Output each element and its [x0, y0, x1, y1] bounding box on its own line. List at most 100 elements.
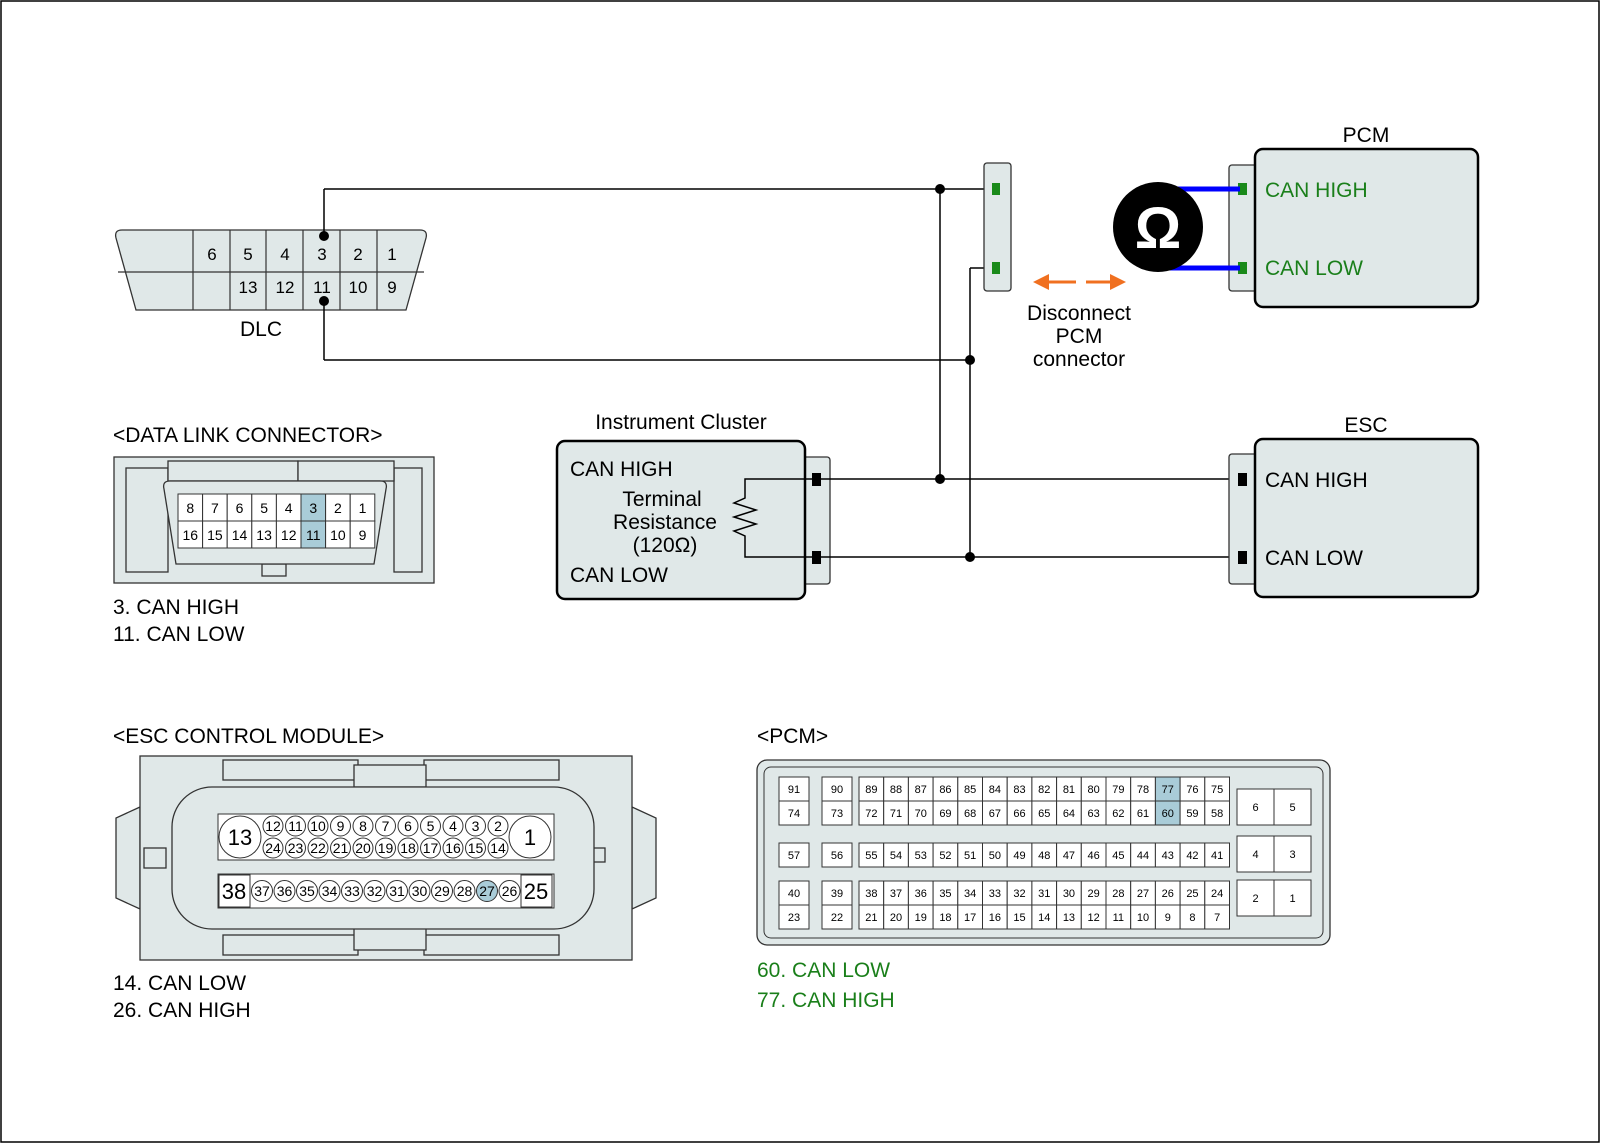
pcm-pin-cell: [1130, 904, 1156, 930]
pcm-pin: 11: [1113, 912, 1124, 924]
esc-pin-large: 1: [524, 825, 536, 850]
dlc-pin: 10: [349, 278, 368, 297]
pcm-pin-cell: [1056, 880, 1082, 906]
esc-pin-circle: [487, 815, 509, 837]
pcm-pin: 81: [1063, 784, 1075, 796]
arrow-left-head: [1033, 274, 1049, 290]
esc-pin-large: 25: [524, 879, 548, 904]
dlc-face-pin-cell: [177, 493, 204, 522]
esc-pin: 35: [299, 883, 315, 899]
esc-pin-square-large: [218, 874, 251, 908]
pcm-pin: 27: [1137, 888, 1149, 900]
pcm-pin: 70: [915, 808, 927, 820]
esc-face-right-latch: [631, 805, 657, 911]
pcm-pin: 76: [1186, 784, 1198, 796]
esc-pin: 20: [355, 840, 371, 856]
esc-pin: 36: [277, 883, 293, 899]
pcm-pin: 43: [1162, 850, 1174, 862]
pcm-pin: 3: [1289, 849, 1295, 861]
pcm-pin-cell: [982, 800, 1008, 826]
esc-pin-circle: [386, 880, 408, 902]
disconnect-line-3: connector: [1033, 348, 1125, 371]
pcm-pin: 41: [1211, 850, 1223, 862]
pcm-pin-cell: [821, 800, 853, 826]
pcm-pin-cell: [821, 904, 853, 930]
harness-terminal-high: [992, 183, 1000, 195]
esc-face-top-right: [423, 759, 560, 781]
pcm-pin: 40: [788, 888, 800, 900]
pcm-pin-cell: [1130, 800, 1156, 826]
pcm-pin-cell: [982, 904, 1008, 930]
pcm-pin: 57: [788, 850, 800, 862]
esc-pin-circle: [251, 880, 273, 902]
dlc-face-pin-cell: [349, 520, 376, 549]
pcm-pin: 45: [1112, 850, 1124, 862]
esc-pin-circle: [330, 815, 351, 837]
esc-pin: 8: [359, 818, 367, 834]
pcm-pin: 75: [1211, 784, 1223, 796]
esc-pin-circle: [307, 815, 329, 837]
pcm-pin: 58: [1211, 808, 1223, 820]
pcm-pin: 38: [865, 888, 877, 900]
dlc-face-pin-cell: [349, 493, 376, 522]
pcm-pin: 83: [1013, 784, 1025, 796]
pcm-pin-cell: [1130, 880, 1156, 906]
dlc-face-pin: 7: [211, 500, 219, 516]
esc-face-top-key: [353, 764, 427, 788]
pcm-pin: 10: [1137, 912, 1149, 924]
pcm-pin-cell: [1080, 904, 1107, 930]
pcm-pin-cell: [1006, 776, 1033, 802]
esc-pin-circle: [498, 880, 521, 902]
dlc-pin: 2: [353, 245, 362, 264]
esc-pin-circle: [285, 837, 306, 859]
dlc-face-pin: 5: [260, 500, 268, 516]
esc-module-title: <ESC CONTROL MODULE>: [113, 725, 384, 748]
pcm-pin: 54: [890, 850, 902, 862]
pcm-note-2: 77. CAN HIGH: [757, 989, 895, 1012]
esc-pin-circle: [397, 837, 419, 859]
dlc-pin: 12: [276, 278, 295, 297]
esc-pin-square-large: [520, 874, 553, 908]
dlc-note-2: 11. CAN LOW: [113, 623, 245, 646]
pcm-pin: 44: [1137, 850, 1149, 862]
pcm-pin: 85: [964, 784, 976, 796]
esc-pin: 9: [337, 818, 345, 834]
esc-pin: 15: [468, 840, 484, 856]
pcm-pin: 50: [989, 850, 1001, 862]
pcm-pin: 20: [890, 912, 902, 924]
esc-can-high: CAN HIGH: [1265, 469, 1368, 492]
pcm-pin: 28: [1112, 888, 1124, 900]
junction-high-bottom: [935, 474, 945, 484]
arrow-right-head: [1110, 274, 1126, 290]
pcm-pin: 18: [939, 912, 951, 924]
pcm-face-inner: [763, 766, 1324, 939]
dlc-face-pin-cell: [300, 493, 327, 522]
dlc-face-pin: 13: [256, 527, 272, 543]
disconnect-line-2: PCM: [1056, 325, 1103, 348]
esc-pin: 10: [310, 818, 326, 834]
esc-pin-circle: [420, 815, 441, 837]
pcm-pin: 46: [1088, 850, 1100, 862]
pcm-pin-cell: [883, 776, 909, 802]
esc-pin-circle: [285, 815, 306, 837]
esc-pin-circle: [363, 880, 386, 902]
pcm-pin-cell: [1105, 800, 1132, 826]
pcm-pin: 6: [1252, 802, 1258, 814]
pcm-pin: 9: [1165, 912, 1171, 924]
pcm-pin-cell: [932, 904, 959, 930]
pcm-pin: 86: [939, 784, 951, 796]
pcm-pin-cell: [932, 800, 959, 826]
esc-pin-circle: [453, 880, 476, 902]
pcm-pin: 23: [788, 912, 800, 924]
pcm-pin-cell: [1179, 800, 1206, 826]
pcm-pin: 51: [964, 850, 976, 862]
esc-pin: 34: [322, 883, 338, 899]
pcm-pin: 36: [915, 888, 927, 900]
pcm-pin: 16: [989, 912, 1001, 924]
pcm-pin-cell: [858, 800, 885, 826]
esc-face-bottom-key: [353, 927, 427, 951]
pcm-pin: 56: [831, 850, 843, 862]
esc-pin-circle: [487, 837, 509, 859]
